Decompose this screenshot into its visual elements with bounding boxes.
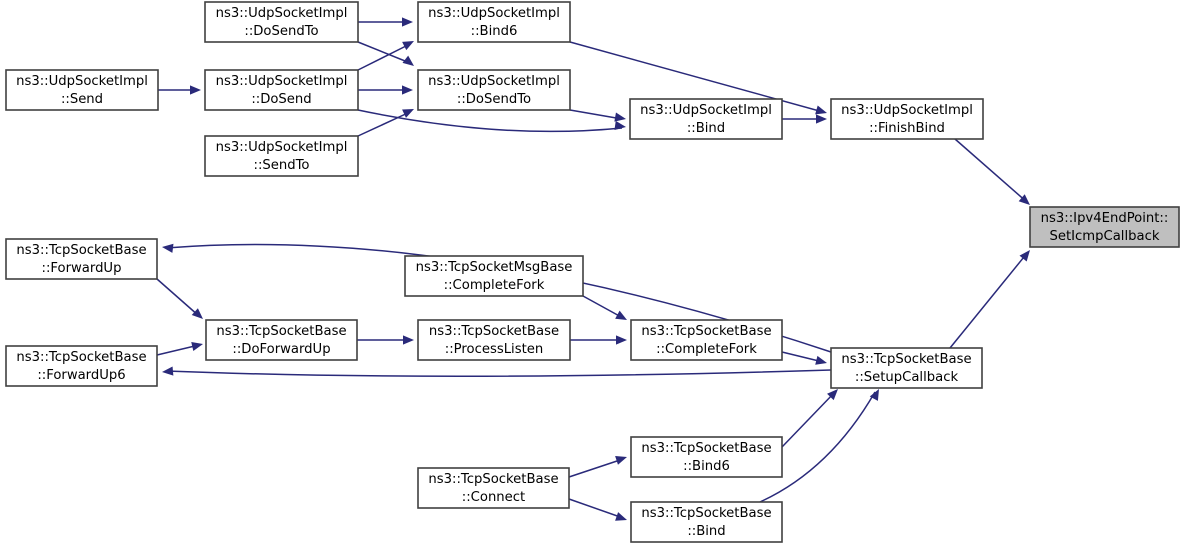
arrowhead	[191, 308, 203, 319]
node-udp_sendto[interactable]: ns3::UdpSocketImpl::SendTo	[204, 135, 359, 177]
node-ipv4_seticmpcallback[interactable]: ns3::Ipv4EndPoint::SetIcmpCallback	[1029, 206, 1180, 248]
arrowhead	[614, 112, 626, 122]
node-box-udp_finishbind[interactable]	[830, 98, 984, 140]
arrowhead	[1019, 250, 1030, 262]
node-box-udp_dosend[interactable]	[204, 69, 359, 111]
arrowheads-layer	[162, 17, 1030, 521]
node-tcp_bind[interactable]: ns3::TcpSocketBase::Bind	[630, 501, 783, 543]
arrowhead	[190, 85, 201, 95]
edge-tcp_forwardup-to-tcp_doforwardup	[156, 278, 200, 317]
node-tcp_forwardup[interactable]: ns3::TcpSocketBase::ForwardUp	[5, 238, 158, 280]
arrowhead	[162, 366, 174, 376]
node-tcp_connect[interactable]: ns3::TcpSocketBase::Connect	[417, 467, 570, 509]
nodes-layer: ns3::UdpSocketImpl::DoSendTons3::UdpSock…	[5, 1, 1180, 543]
node-box-tcpmsg_completefork[interactable]	[404, 255, 584, 297]
edge-tcp_completefork-to-tcp_setupcallback	[781, 351, 824, 363]
arrowhead	[402, 109, 414, 118]
edge-udp_sendto-to-udp_dosendto_b	[357, 111, 411, 137]
node-box-tcp_processlisten[interactable]	[417, 319, 571, 361]
arrowhead	[816, 114, 827, 124]
node-udp_bind6[interactable]: ns3::UdpSocketImpl::Bind6	[417, 1, 571, 43]
arrowhead	[162, 243, 174, 253]
arrowhead	[1018, 194, 1030, 205]
node-box-udp_dosendto_a[interactable]	[204, 1, 359, 43]
edge-udp_dosendto_a-to-udp_dosendto_b	[357, 41, 411, 64]
node-tcp_bind6[interactable]: ns3::TcpSocketBase::Bind6	[630, 436, 783, 478]
arrowhead	[615, 512, 627, 521]
node-box-tcp_connect[interactable]	[417, 467, 570, 509]
arrowhead	[869, 389, 879, 401]
node-box-tcp_bind[interactable]	[630, 501, 783, 543]
arrowhead	[616, 335, 627, 345]
edge-tcp_setupcallback-to-tcp_forwardup6	[165, 369, 832, 378]
edge-tcp_setupcallback-to-ipv4_seticmpcallback	[949, 251, 1029, 349]
node-box-udp_send[interactable]	[5, 69, 159, 111]
node-tcp_completefork[interactable]: ns3::TcpSocketBase::CompleteFork	[630, 319, 783, 361]
arrowhead	[827, 389, 838, 401]
node-udp_send[interactable]: ns3::UdpSocketImpl::Send	[5, 69, 159, 111]
node-box-udp_sendto[interactable]	[204, 135, 359, 177]
edge-tcpmsg_completefork-to-tcp_completefork	[582, 295, 624, 319]
node-udp_dosendto_b[interactable]: ns3::UdpSocketImpl::DoSendTo	[417, 69, 571, 111]
node-tcp_setupcallback[interactable]: ns3::TcpSocketBase::SetupCallback	[830, 347, 983, 389]
node-box-tcp_forwardup[interactable]	[5, 238, 158, 280]
arrowhead	[615, 456, 627, 465]
arrowhead	[402, 17, 413, 27]
edge-tcp_connect-to-tcp_bind6	[568, 458, 624, 478]
node-box-tcp_setupcallback[interactable]	[830, 347, 983, 389]
arrowhead	[614, 120, 626, 131]
node-tcp_processlisten[interactable]: ns3::TcpSocketBase::ProcessListen	[417, 319, 571, 361]
node-box-ipv4_seticmpcallback[interactable]	[1029, 206, 1180, 248]
node-udp_finishbind[interactable]: ns3::UdpSocketImpl::FinishBind	[830, 98, 984, 140]
node-box-tcp_completefork[interactable]	[630, 319, 783, 361]
arrowhead	[815, 355, 827, 365]
node-udp_bind[interactable]: ns3::UdpSocketImpl::Bind	[629, 98, 783, 140]
node-box-tcp_doforwardup[interactable]	[205, 319, 358, 361]
arrowhead	[615, 310, 627, 320]
arrowhead	[402, 85, 413, 95]
arrowhead	[402, 41, 414, 51]
node-box-udp_bind[interactable]	[629, 98, 783, 140]
edge-udp_dosendto_b-to-udp_bind	[569, 109, 623, 120]
arrowhead	[191, 341, 203, 351]
arrowhead	[402, 55, 414, 66]
node-box-tcp_bind6[interactable]	[630, 436, 783, 478]
node-tcp_doforwardup[interactable]: ns3::TcpSocketBase::DoForwardUp	[205, 319, 358, 361]
node-tcp_forwardup6[interactable]: ns3::TcpSocketBase::ForwardUp6	[5, 345, 158, 387]
arrowhead	[815, 105, 827, 115]
node-tcpmsg_completefork[interactable]: ns3::TcpSocketMsgBase::CompleteFork	[404, 255, 584, 297]
edge-udp_finishbind-to-ipv4_seticmpcallback	[954, 138, 1029, 204]
edge-udp_dosend-to-udp_bind6	[357, 43, 411, 71]
arrowhead	[403, 335, 414, 345]
edge-tcp_forwardup6-to-tcp_doforwardup	[156, 344, 200, 356]
edge-tcp_connect-to-tcp_bind	[568, 498, 624, 519]
edge-tcp_bind6-to-tcp_setupcallback	[781, 391, 836, 448]
node-box-udp_dosendto_b[interactable]	[417, 69, 571, 111]
edge-udp_dosend-to-udp_bind	[357, 109, 623, 133]
node-udp_dosend[interactable]: ns3::UdpSocketImpl::DoSend	[204, 69, 359, 111]
node-box-udp_bind6[interactable]	[417, 1, 571, 43]
node-box-tcp_forwardup6[interactable]	[5, 345, 158, 387]
node-udp_dosendto_a[interactable]: ns3::UdpSocketImpl::DoSendTo	[204, 1, 359, 43]
edge-tcp_bind-to-tcp_setupcallback	[759, 391, 876, 503]
